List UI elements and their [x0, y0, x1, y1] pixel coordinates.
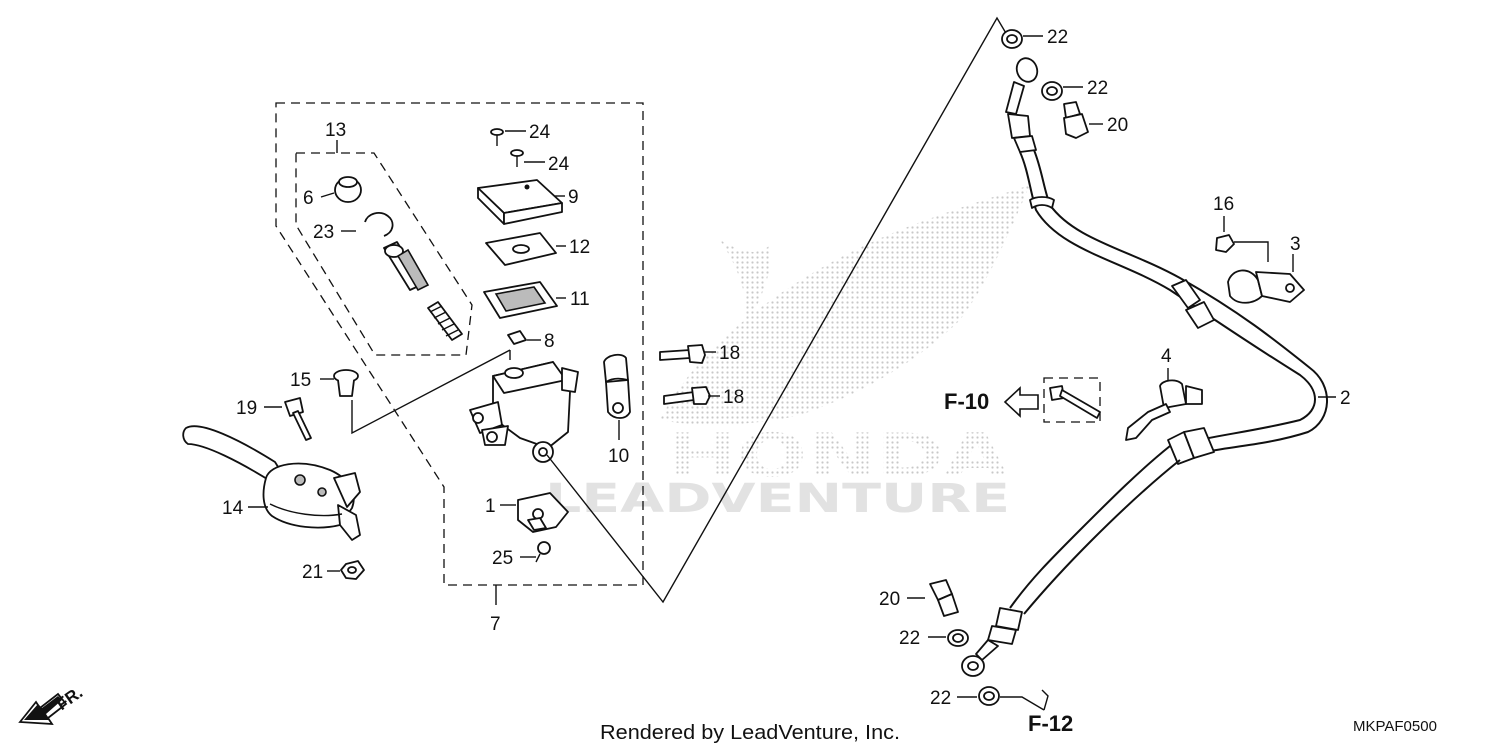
circlip	[364, 212, 394, 237]
render-credit: Rendered by LeadVenture, Inc.	[600, 722, 900, 744]
label-22c: 22	[899, 628, 920, 649]
sealing-washer-3	[947, 629, 969, 647]
diaphragm	[483, 281, 558, 319]
oil-bolt-lower	[929, 579, 959, 617]
label-8: 8	[544, 331, 555, 352]
group-7-outline	[275, 102, 644, 586]
label-10: 10	[608, 446, 629, 467]
label-15: 15	[290, 370, 311, 391]
label-24a: 24	[529, 122, 551, 143]
label-1: 1	[485, 496, 496, 517]
watermark-dealer: LEADVENTURE	[545, 476, 1010, 522]
float	[507, 330, 527, 345]
sealing-washer-4	[978, 686, 1000, 706]
sealing-washer-1	[1001, 29, 1023, 49]
label-14: 14	[222, 498, 244, 519]
pivot-bolt	[284, 397, 312, 441]
label-22d: 22	[930, 688, 951, 709]
sealing-washer-2	[1041, 81, 1063, 101]
master-cylinder-body	[469, 361, 579, 463]
label-9: 9	[568, 187, 579, 208]
diagram-code: MKPAF0500	[1353, 718, 1437, 735]
label-2: 2	[1340, 388, 1351, 409]
label-25: 25	[492, 548, 513, 569]
diaphragm-plate	[485, 232, 557, 266]
label-20b: 20	[879, 589, 900, 610]
label-18a: 18	[719, 343, 740, 364]
group-13-outline	[295, 152, 473, 356]
hose-group-outline	[546, 16, 1011, 604]
label-3: 3	[1290, 234, 1301, 255]
oil-bolt-upper	[1063, 101, 1089, 139]
label-21: 21	[302, 562, 323, 583]
clamp-bolt	[1215, 234, 1235, 253]
pivot-bushing	[333, 369, 359, 397]
holder-bolt-lower	[663, 386, 711, 405]
brake-lever	[182, 425, 361, 541]
f10-bolt-box	[1043, 377, 1101, 423]
holder-bolt-upper	[659, 344, 706, 364]
cap-screw-upper	[490, 128, 504, 146]
piston-boot	[334, 176, 362, 203]
label-13: 13	[325, 120, 346, 141]
label-6: 6	[303, 188, 314, 209]
label-11: 11	[570, 289, 590, 310]
f12-reference: F-12	[1028, 711, 1073, 736]
stay-bolt	[1049, 385, 1101, 419]
brake-light-switch	[517, 492, 569, 533]
hose-clamp	[1227, 269, 1305, 304]
label-22a: 22	[1047, 27, 1068, 48]
label-18b: 18	[723, 387, 744, 408]
f10-arrow-icon	[1003, 386, 1039, 418]
f12-arrow-icon	[1000, 696, 1045, 711]
brake-hose	[961, 57, 1328, 677]
front-arrow-icon	[18, 692, 68, 726]
label-4: 4	[1161, 346, 1172, 367]
master-cylinder-holder	[603, 353, 631, 419]
label-12: 12	[569, 237, 590, 258]
label-22b: 22	[1087, 78, 1108, 99]
honda-wing-watermark	[660, 185, 1030, 425]
piston-spring	[427, 301, 463, 341]
switch-screw	[535, 541, 551, 563]
label-24b: 24	[548, 154, 570, 175]
label-20a: 20	[1107, 115, 1128, 136]
watermark-brand: HONDA	[668, 421, 1009, 491]
reservoir-cap	[477, 179, 563, 225]
label-23: 23	[313, 222, 334, 243]
label-16: 16	[1213, 194, 1234, 215]
label-7: 7	[490, 614, 501, 635]
pivot-nut	[340, 560, 365, 580]
piston	[383, 241, 430, 292]
hose-stay	[1125, 379, 1203, 441]
cap-screw-lower	[510, 149, 524, 167]
f10-reference: F-10	[944, 389, 989, 414]
label-19: 19	[236, 398, 257, 419]
